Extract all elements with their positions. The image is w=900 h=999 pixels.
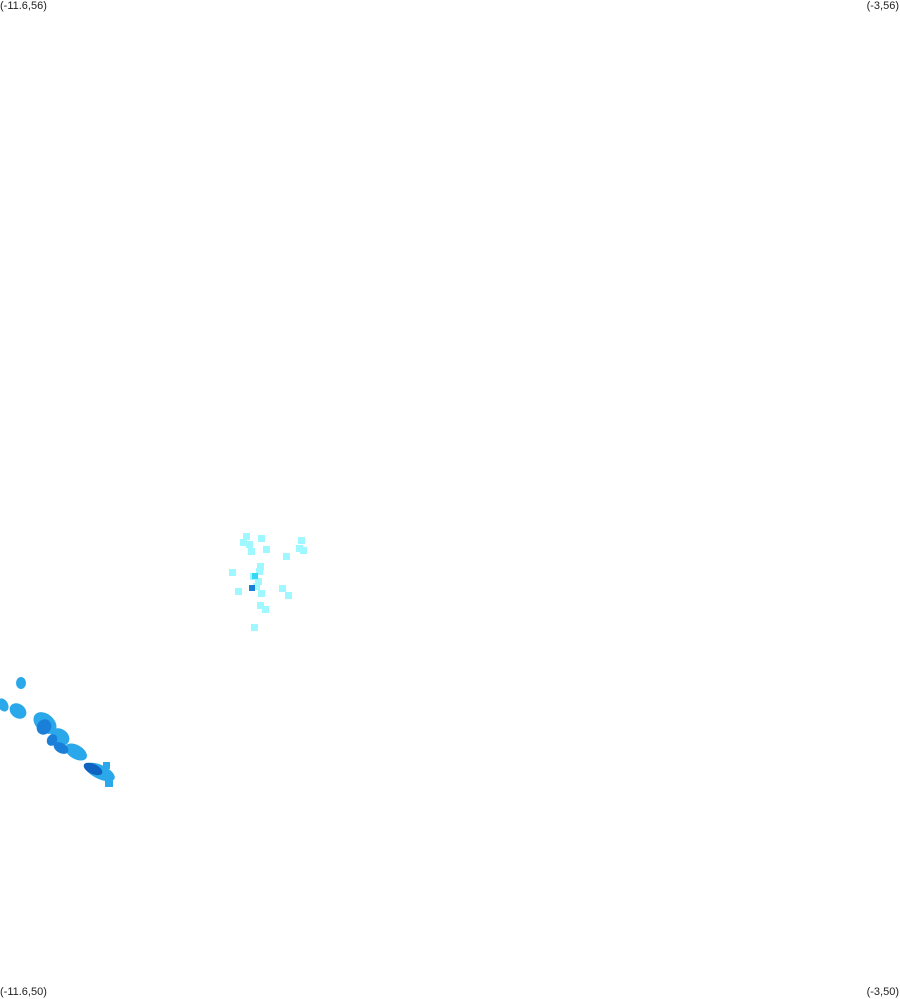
light-cyan-cell [283, 553, 290, 560]
light-cyan-pixel-cluster [229, 533, 307, 631]
light-cyan-cell [229, 569, 236, 576]
light-blue-cell [103, 762, 110, 769]
light-cyan-cell [258, 590, 265, 597]
mid-blue-patch [46, 734, 58, 746]
light-cyan-cell [257, 602, 264, 609]
light-cyan-cell [248, 548, 255, 555]
light-cyan-cell [235, 588, 242, 595]
corner-label-bottom-right: (-3,50) [866, 986, 899, 998]
light-cyan-cell [298, 537, 305, 544]
light-cyan-cell [255, 578, 262, 585]
cyan-cell [252, 573, 258, 579]
mid-blue-patch [36, 719, 52, 735]
light-blue-patch [16, 677, 26, 689]
light-cyan-cell [246, 541, 253, 548]
light-cyan-cell [296, 545, 303, 552]
light-cyan-cell [240, 539, 247, 546]
light-cyan-cell [256, 568, 263, 575]
corner-label-top-right: (-3,56) [866, 0, 899, 12]
light-blue-patch [9, 703, 27, 719]
light-blue-patch [0, 698, 9, 712]
light-cyan-cell [257, 563, 264, 570]
light-cyan-cell [253, 583, 260, 590]
light-cyan-cell [251, 624, 258, 631]
light-cyan-cell [300, 547, 307, 554]
mid-blue-patch [53, 742, 69, 754]
light-cyan-cell [285, 592, 292, 599]
corner-label-bottom-left: (-11.6,50) [0, 986, 47, 998]
light-blue-patch [65, 743, 87, 761]
light-cyan-cell [279, 585, 286, 592]
light-cyan-cell [263, 546, 270, 553]
corner-label-top-left: (-11.6,56) [0, 0, 47, 12]
dark-blue-patch [83, 762, 103, 776]
light-cyan-cell [258, 535, 265, 542]
light-cyan-cell [243, 533, 250, 540]
blue-cell [249, 585, 255, 591]
light-blue-cell [105, 779, 113, 787]
blue-pixel-cluster [0, 677, 115, 787]
light-cyan-cell [262, 606, 269, 613]
